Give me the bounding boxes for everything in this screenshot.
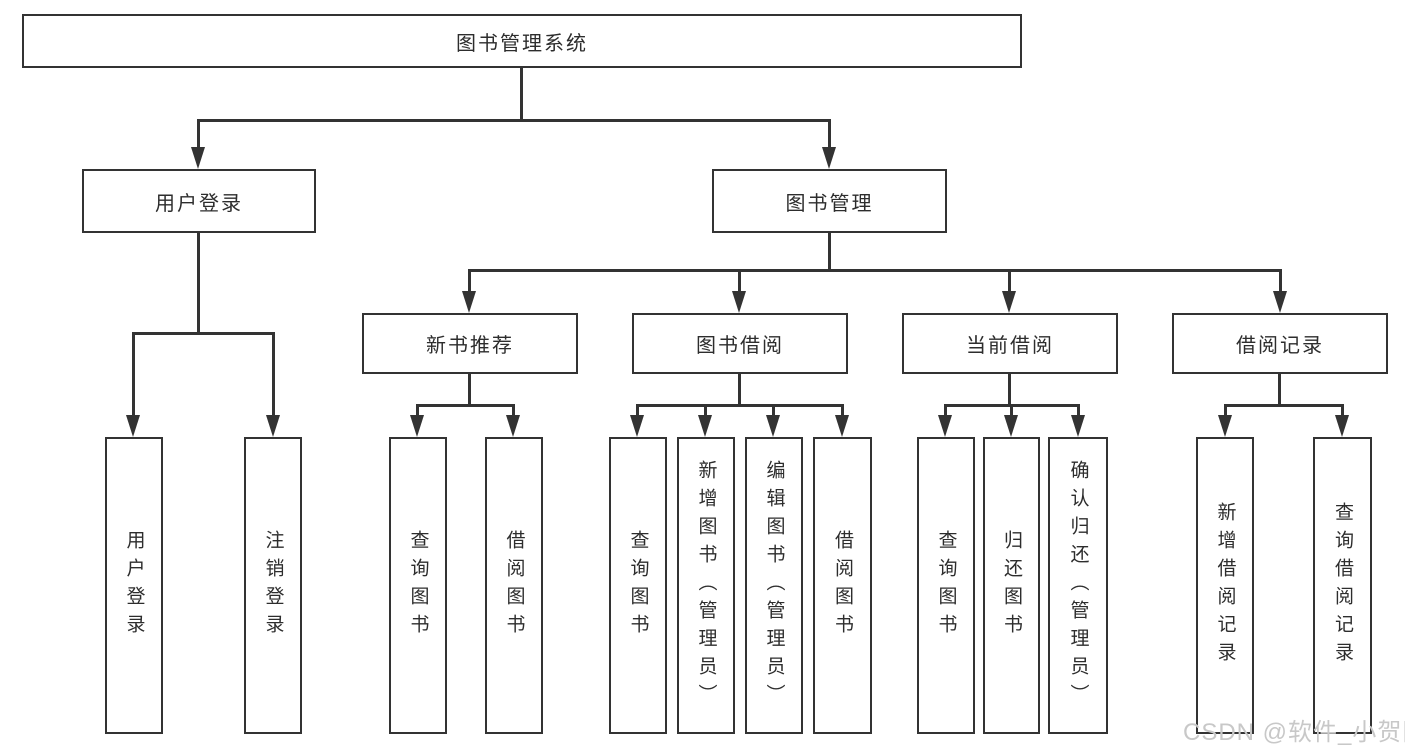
connector-line	[1008, 374, 1011, 407]
leaf-label: 确认归还（管理员）	[1067, 459, 1089, 712]
node-label: 当前借阅	[966, 335, 1054, 357]
connector-line	[1077, 404, 1080, 417]
node-label: 新书推荐	[426, 335, 514, 357]
node-label: 图书借阅	[696, 335, 784, 357]
leaf-return-book: 归还图书	[983, 437, 1040, 734]
node-label: 借阅记录	[1236, 335, 1324, 357]
connector-line	[197, 233, 200, 335]
leaf-add-book-admin: 新增图书（管理员）	[677, 437, 735, 734]
arrow-down-icon	[1004, 415, 1018, 437]
connector-line	[272, 332, 275, 417]
arrow-down-icon	[1071, 415, 1085, 437]
leaf-query-books-current: 查询图书	[917, 437, 975, 734]
arrow-down-icon	[1273, 291, 1287, 313]
leaf-label: 新增图书（管理员）	[695, 459, 717, 712]
arrow-down-icon	[938, 415, 952, 437]
leaf-label: 用户登录	[123, 529, 145, 642]
node-new-book-recommend: 新书推荐	[362, 313, 578, 374]
connector-line	[944, 404, 947, 417]
connector-line	[416, 404, 515, 407]
connector-line	[197, 119, 200, 150]
connector-line	[468, 374, 471, 407]
connector-line	[468, 269, 471, 293]
arrow-down-icon	[732, 291, 746, 313]
leaf-query-borrow-record: 查询借阅记录	[1313, 437, 1372, 734]
arrow-down-icon	[822, 147, 836, 169]
connector-line	[1279, 269, 1282, 293]
leaf-label: 编辑图书（管理员）	[763, 459, 785, 712]
connector-line	[512, 404, 515, 417]
connector-line	[468, 269, 1282, 272]
node-borrow-record: 借阅记录	[1172, 313, 1388, 374]
connector-line	[636, 404, 844, 407]
node-current-borrow: 当前借阅	[902, 313, 1118, 374]
leaf-confirm-return-admin: 确认归还（管理员）	[1048, 437, 1108, 734]
node-label: 图书管理	[785, 192, 874, 215]
arrow-down-icon	[630, 415, 644, 437]
connector-line	[1008, 269, 1011, 293]
leaf-borrow-books: 借阅图书	[813, 437, 872, 734]
leaf-label: 归还图书	[1001, 529, 1022, 642]
connector-line	[738, 374, 741, 407]
connector-line	[704, 404, 707, 417]
connector-line	[132, 332, 275, 335]
connector-line	[1010, 404, 1013, 417]
leaf-label: 查询借阅记录	[1332, 501, 1353, 670]
arrow-down-icon	[1218, 415, 1232, 437]
node-label: 用户登录	[155, 192, 243, 215]
node-book-borrow: 图书借阅	[632, 313, 848, 374]
arrow-down-icon	[266, 415, 280, 437]
leaf-label: 查询图书	[627, 529, 649, 642]
leaf-logout-login: 注销登录	[244, 437, 302, 734]
arrow-down-icon	[1335, 415, 1349, 437]
arrow-down-icon	[1002, 291, 1016, 313]
connector-line	[132, 332, 135, 417]
node-library-management-system: 图书管理系统	[22, 14, 1022, 68]
connector-line	[1224, 404, 1227, 417]
node-user-login: 用户登录	[82, 169, 316, 233]
connector-line	[828, 119, 831, 150]
leaf-query-books-recommend: 查询图书	[389, 437, 447, 734]
csdn-watermark: CSDN @软件_小贺同学	[1183, 719, 1405, 746]
leaf-query-books-borrow: 查询图书	[609, 437, 667, 734]
connector-line	[841, 404, 844, 417]
leaf-label: 查询图书	[407, 529, 429, 642]
leaf-label: 借阅图书	[503, 529, 525, 642]
connector-line	[1224, 404, 1344, 407]
connector-line	[1278, 374, 1281, 407]
leaf-label: 查询图书	[935, 529, 957, 642]
connector-line	[828, 233, 831, 272]
connector-line	[738, 269, 741, 293]
leaf-label: 借阅图书	[832, 529, 853, 642]
leaf-label: 注销登录	[262, 529, 284, 642]
arrow-down-icon	[191, 147, 205, 169]
arrow-down-icon	[835, 415, 849, 437]
connector-line	[197, 119, 831, 122]
leaf-borrow-books-recommend: 借阅图书	[485, 437, 543, 734]
node-label: 图书管理系统	[456, 32, 588, 55]
arrow-down-icon	[410, 415, 424, 437]
leaf-label: 新增借阅记录	[1214, 501, 1236, 670]
leaf-user-login: 用户登录	[105, 437, 163, 734]
node-book-management: 图书管理	[712, 169, 947, 233]
arrow-down-icon	[506, 415, 520, 437]
connector-line	[772, 404, 775, 417]
connector-line	[1341, 404, 1344, 417]
leaf-edit-book-admin: 编辑图书（管理员）	[745, 437, 803, 734]
connector-line	[636, 404, 639, 417]
arrow-down-icon	[698, 415, 712, 437]
arrow-down-icon	[126, 415, 140, 437]
connector-line	[520, 68, 523, 121]
leaf-add-borrow-record: 新增借阅记录	[1196, 437, 1254, 734]
arrow-down-icon	[766, 415, 780, 437]
arrow-down-icon	[462, 291, 476, 313]
connector-line	[416, 404, 419, 417]
